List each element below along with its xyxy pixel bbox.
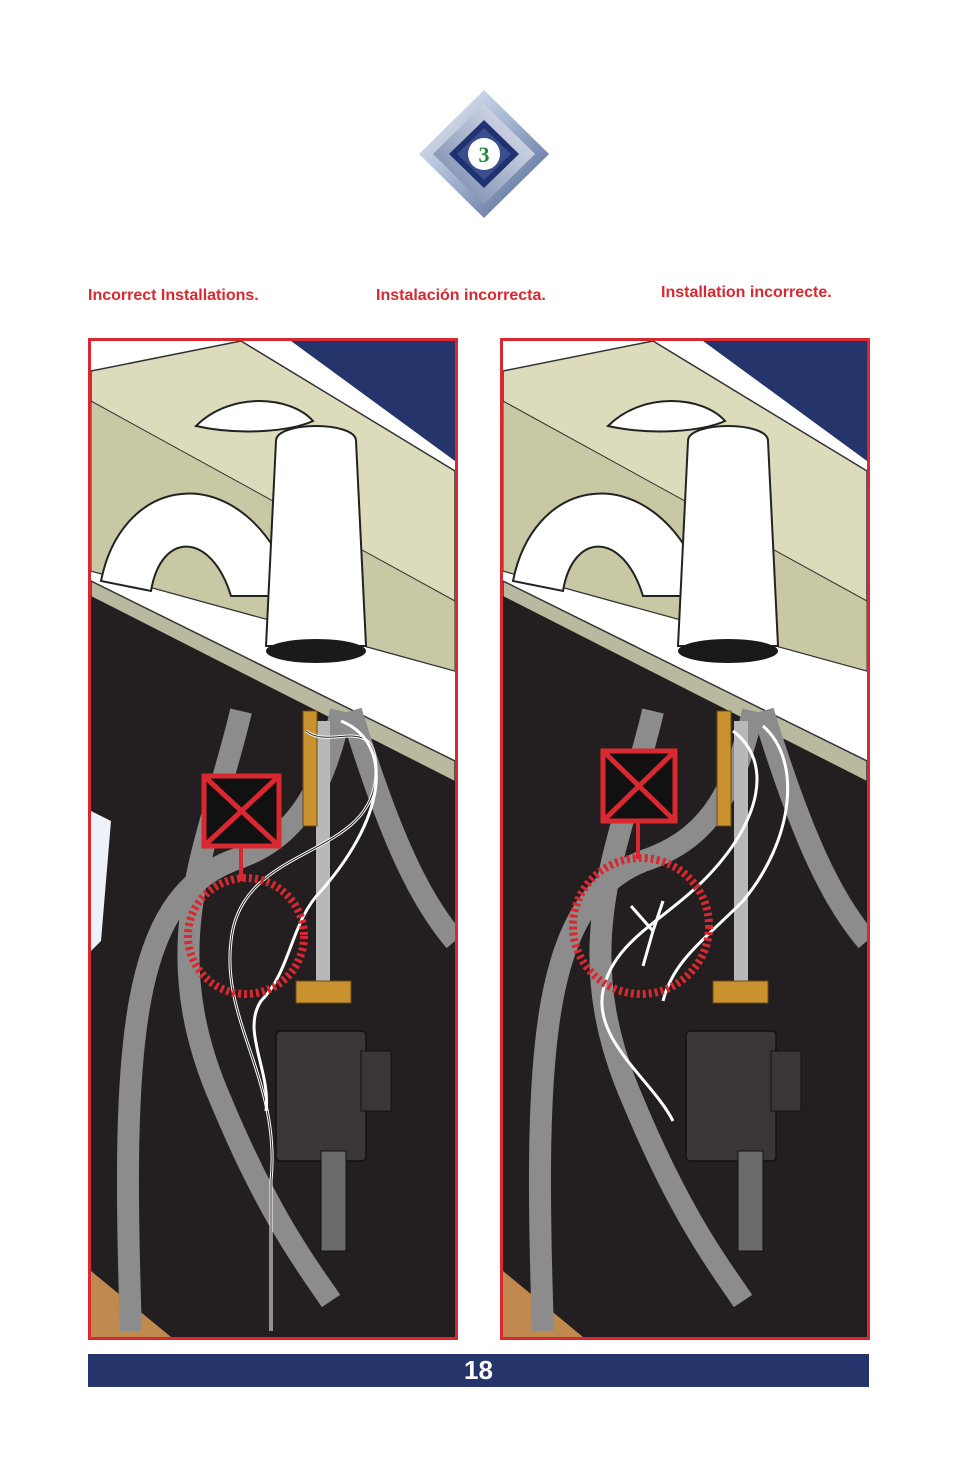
page-number: 18 — [464, 1355, 493, 1385]
caption-spanish: Instalación incorrecta. — [376, 287, 546, 304]
faucet-illustration-left — [91, 341, 455, 1337]
illustration-panel-left — [88, 338, 458, 1340]
caption-french: Installation incorrecte. — [661, 284, 832, 301]
caption-english: Incorrect Installations. — [88, 287, 259, 304]
illustration-panel-right — [500, 338, 870, 1340]
step-badge: 3 — [419, 90, 549, 218]
footer-bar: 18 — [88, 1354, 869, 1387]
faucet-illustration-right — [503, 341, 867, 1337]
step-number: 3 — [479, 142, 490, 167]
diamond-step-icon: 3 — [419, 90, 549, 218]
